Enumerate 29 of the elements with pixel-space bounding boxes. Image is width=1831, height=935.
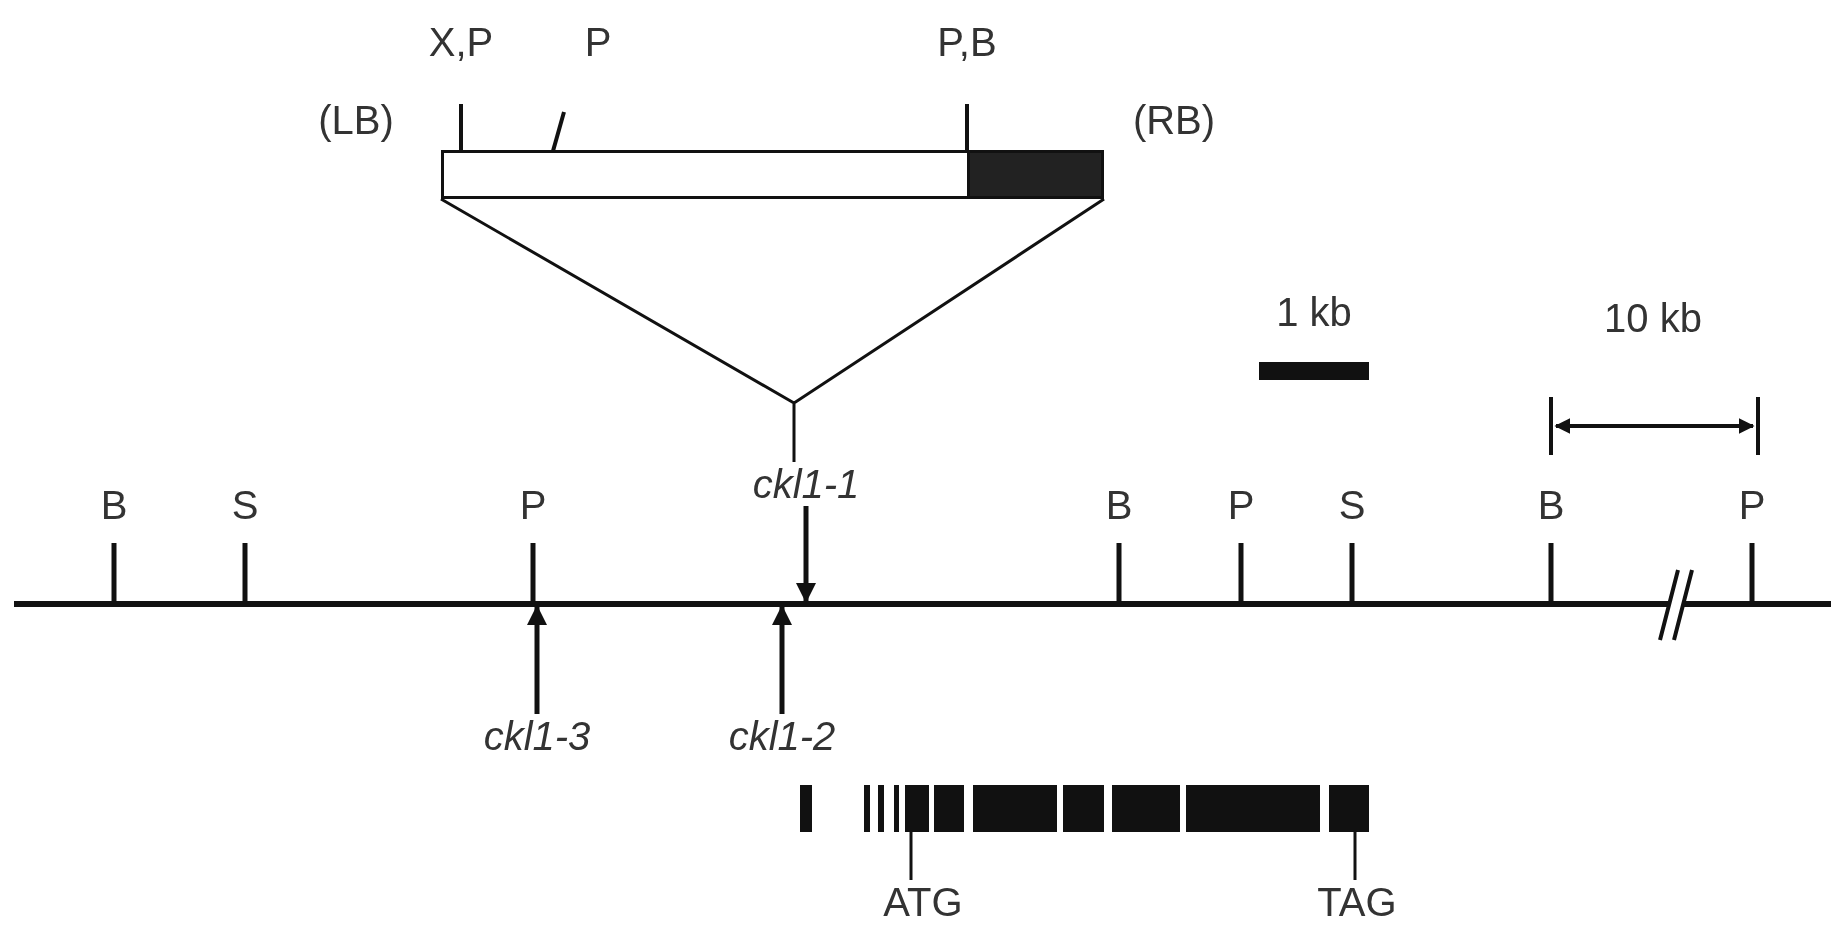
restriction-site-label: B bbox=[100, 485, 128, 525]
t-dna-site-label: X,P bbox=[428, 22, 494, 62]
mutant-label: ckl1-2 bbox=[712, 714, 852, 758]
arrow bbox=[772, 605, 792, 714]
t-dna-site-label: P,B bbox=[937, 22, 997, 62]
codon-label: TAG bbox=[1312, 880, 1402, 924]
codon-label: ATG bbox=[878, 880, 968, 924]
restriction-site-label: P bbox=[1227, 485, 1255, 525]
leader-line bbox=[909, 832, 913, 880]
arrow bbox=[796, 506, 816, 603]
arrow bbox=[527, 605, 547, 714]
scale-label: 1 kb bbox=[1276, 292, 1352, 332]
mutant-label: ckl1-1 bbox=[736, 462, 876, 506]
scale-label: 10 kb bbox=[1604, 298, 1702, 338]
t-dna-site-label: P bbox=[584, 22, 612, 62]
restriction-site-label: S bbox=[231, 485, 259, 525]
restriction-site-label: P bbox=[519, 485, 547, 525]
scale-bar bbox=[1259, 362, 1369, 380]
gene-structure bbox=[800, 785, 1369, 832]
restriction-site-label: B bbox=[1537, 485, 1565, 525]
leader-line bbox=[1353, 832, 1357, 880]
t-dna-site-label: (RB) bbox=[1132, 100, 1216, 140]
restriction-site-label: P bbox=[1738, 485, 1766, 525]
mutant-label: ckl1-3 bbox=[467, 714, 607, 758]
restriction-site-label: S bbox=[1338, 485, 1366, 525]
restriction-site-label: B bbox=[1105, 485, 1133, 525]
t-dna-site-label: (LB) bbox=[318, 100, 394, 140]
insertion-lines bbox=[439, 197, 1106, 464]
t-dna-box bbox=[441, 150, 1104, 199]
